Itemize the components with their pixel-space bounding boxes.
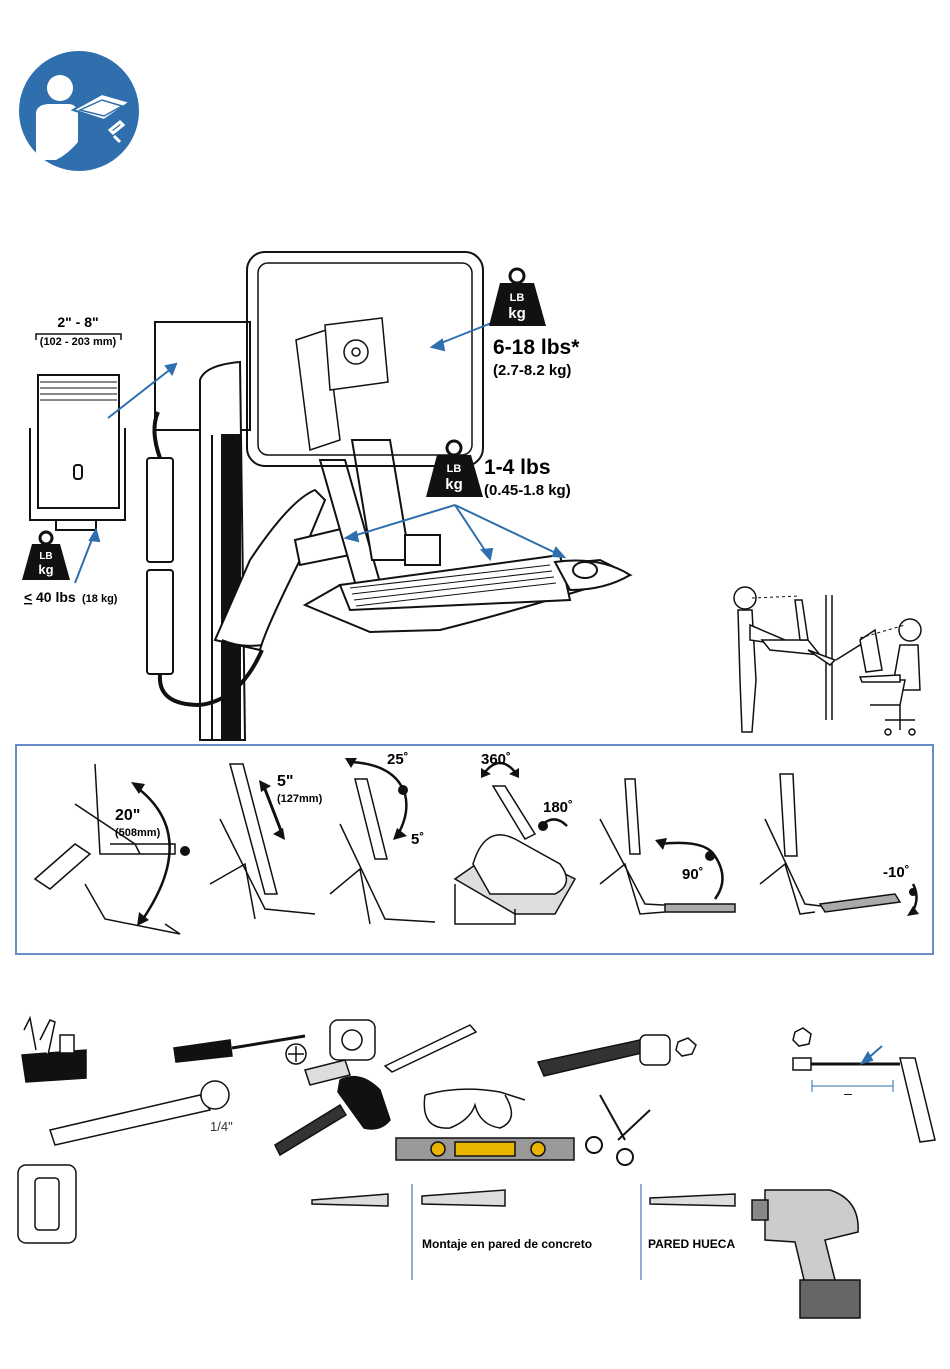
tower-width-mm-label: (102 - 203 mm) — [40, 336, 117, 348]
svg-text:kg: kg — [38, 562, 53, 577]
power-drill-icon — [752, 1190, 860, 1318]
adjust-pivot-value: 180˚ — [543, 799, 573, 816]
scissors-icon — [586, 1095, 650, 1165]
hollow-wall-bit-icon — [650, 1194, 735, 1206]
svg-text:LB: LB — [447, 463, 462, 475]
monitor-weight-icon: LB kg — [489, 269, 546, 326]
svg-text:LB: LB — [510, 292, 525, 304]
stud-finder-icon — [18, 1165, 76, 1243]
torque-wrench-icon — [793, 1028, 935, 1142]
monitor-weight-lbs: 6-18 lbs* — [493, 336, 580, 359]
adjust-height-sub: (508mm) — [115, 827, 161, 839]
adjust-tilt-up-value: 25˚ — [387, 751, 409, 768]
adjust-keyboard-fold-value: 90˚ — [682, 866, 704, 883]
mallet-icon — [275, 1077, 390, 1155]
safety-glasses-icon — [424, 1089, 525, 1128]
screwdriver-icon — [174, 1036, 305, 1062]
tape-measure-icon — [305, 1020, 375, 1085]
cpu-weight-lbs: 40 lbs — [36, 589, 76, 605]
adjust-height-value: 20" — [115, 807, 140, 824]
cpu-weight-icon: LB kg — [22, 532, 70, 580]
adjust-monitor-height-sub: (127mm) — [277, 793, 323, 805]
socket-size-label: 1/4" — [210, 1119, 233, 1134]
masonry-bit-icon — [422, 1190, 505, 1206]
adjust-monitor-height-value: 5" — [277, 773, 293, 790]
socket-wrench-icon — [50, 1081, 229, 1145]
hollow-wall-label: PARED HUECA — [648, 1237, 735, 1251]
svg-text:kg: kg — [508, 305, 526, 322]
keyboard-weight-icon: LB kg — [426, 441, 483, 497]
ratchet-extension-icon — [538, 1035, 696, 1076]
tower-width-label: 2" - 8" — [57, 314, 98, 330]
adjustment-panel: 20" (508mm) 5" (127mm) 25˚ 5˚ 360˚ 180˚ — [15, 744, 935, 956]
tools-illustration: 1/4" – Monta — [0, 1000, 950, 1369]
phillips-icon — [286, 1044, 306, 1064]
adjust-keyboard-tilt-value: -10˚ — [883, 864, 910, 881]
cpu-weight-kg: (18 kg) — [82, 593, 118, 605]
toolbox-icon — [22, 1018, 86, 1082]
torque-dimension-dash: – — [844, 1085, 852, 1101]
keyboard-weight-kg: (0.45-1.8 kg) — [484, 482, 571, 499]
drill-bit-icon — [312, 1194, 388, 1206]
adjust-tilt-down-value: 5˚ — [411, 831, 424, 848]
monitor-weight-kg: (2.7-8.2 kg) — [493, 362, 571, 379]
adjust-rotate-value: 360˚ — [481, 751, 511, 768]
svg-text:kg: kg — [445, 476, 463, 493]
pencil-icon — [385, 1025, 476, 1072]
concrete-drill-label: Montaje en pared de concreto — [422, 1237, 592, 1251]
svg-text:LB: LB — [39, 551, 52, 562]
workstation-illustration: 2" - 8" (102 - 203 mm) LB kg LB kg LB kg… — [0, 0, 950, 745]
cpu-weight-prefix: < — [24, 589, 32, 605]
sit-stand-illustration — [734, 587, 921, 735]
level-icon — [396, 1138, 574, 1160]
keyboard-weight-lbs: 1-4 lbs — [484, 456, 551, 479]
